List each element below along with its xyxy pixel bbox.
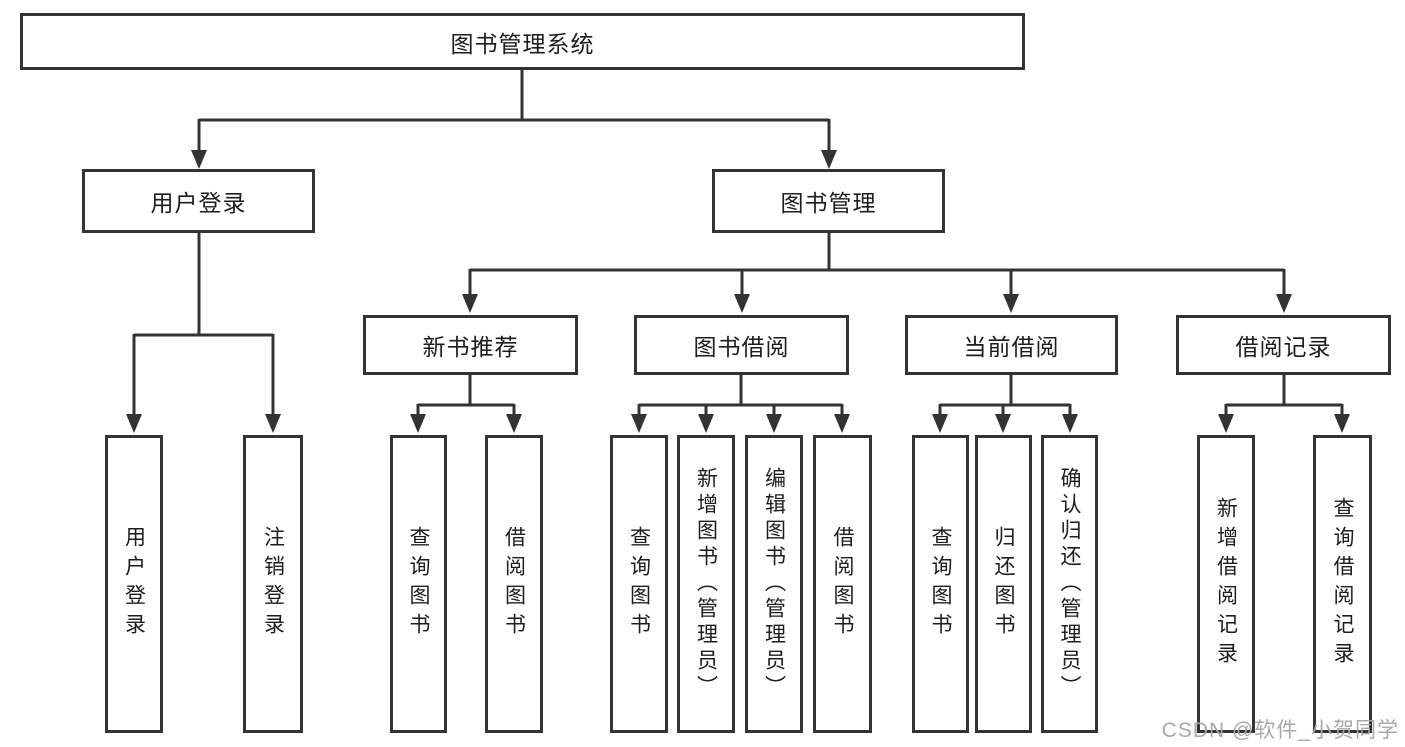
connector-book-borrow	[637, 375, 844, 417]
node-user-login-label: 用户登录	[150, 190, 247, 216]
connector-current-borrow	[938, 375, 1072, 417]
node-root-label: 图书管理系统	[450, 30, 595, 57]
arrowheads-root	[191, 150, 837, 169]
leaf-return-book: 归还图书	[975, 435, 1032, 733]
connector-new-books	[416, 375, 516, 417]
leaf-add-borrow-record-label: 新增借阅记录	[1214, 497, 1238, 671]
node-book-borrow-label: 图书借阅	[693, 334, 790, 360]
leaf-logout-login: 注销登录	[243, 435, 303, 733]
leaf-borrow-books-1-label: 借阅图书	[502, 526, 526, 642]
leaf-borrow-books-1: 借阅图书	[485, 435, 543, 733]
leaf-confirm-return-admin-label: 确认归还（管理员）	[1058, 467, 1081, 701]
node-book-management-label: 图书管理	[780, 190, 877, 216]
node-root: 图书管理系统	[20, 13, 1025, 70]
leaf-edit-book-admin-label: 编辑图书（管理员）	[762, 467, 786, 701]
leaf-borrow-books-2-label: 借阅图书	[831, 526, 854, 642]
arrowheads-borrow-records	[1218, 414, 1350, 433]
connector-book-management	[468, 233, 1286, 297]
node-new-book-recommend-label: 新书推荐	[422, 334, 519, 360]
leaf-query-borrow-record: 查询借阅记录	[1313, 435, 1372, 733]
leaf-return-book-label: 归还图书	[992, 526, 1015, 642]
node-book-borrow: 图书借阅	[634, 315, 849, 375]
leaf-add-book-admin: 新增图书（管理员）	[677, 435, 735, 733]
connector-borrow-records	[1224, 375, 1344, 417]
leaf-query-books-1: 查询图书	[390, 435, 447, 733]
arrowheads-book-borrow	[631, 414, 850, 433]
node-new-book-recommend: 新书推荐	[363, 315, 578, 375]
leaf-query-books-2: 查询图书	[610, 435, 668, 733]
leaf-borrow-books-2: 借阅图书	[813, 435, 872, 733]
connector-user-login	[132, 233, 275, 417]
node-user-login: 用户登录	[82, 169, 315, 233]
connector-root	[197, 70, 831, 152]
leaf-user-login: 用户登录	[105, 435, 163, 733]
node-book-management: 图书管理	[712, 169, 945, 233]
arrowheads-current-borrow	[932, 414, 1078, 433]
leaf-query-books-1-label: 查询图书	[407, 526, 430, 642]
leaf-add-borrow-record: 新增借阅记录	[1197, 435, 1255, 733]
leaf-query-books-3: 查询图书	[912, 435, 969, 733]
node-borrow-records: 借阅记录	[1176, 315, 1391, 375]
arrowheads-book-management	[462, 294, 1292, 313]
node-borrow-records-label: 借阅记录	[1235, 334, 1332, 360]
leaf-logout-login-label: 注销登录	[261, 526, 285, 642]
leaf-query-borrow-record-label: 查询借阅记录	[1331, 497, 1354, 671]
leaf-query-books-3-label: 查询图书	[929, 526, 952, 642]
leaf-user-login-label: 用户登录	[122, 526, 146, 642]
node-current-borrow: 当前借阅	[905, 315, 1118, 375]
arrowheads-user-login	[126, 414, 281, 433]
leaf-add-book-admin-label: 新增图书（管理员）	[694, 467, 718, 701]
leaf-confirm-return-admin: 确认归还（管理员）	[1041, 435, 1098, 733]
arrowheads-new-books	[410, 414, 522, 433]
leaf-query-books-2-label: 查询图书	[627, 526, 651, 642]
node-current-borrow-label: 当前借阅	[963, 334, 1060, 360]
leaf-edit-book-admin: 编辑图书（管理员）	[745, 435, 803, 733]
